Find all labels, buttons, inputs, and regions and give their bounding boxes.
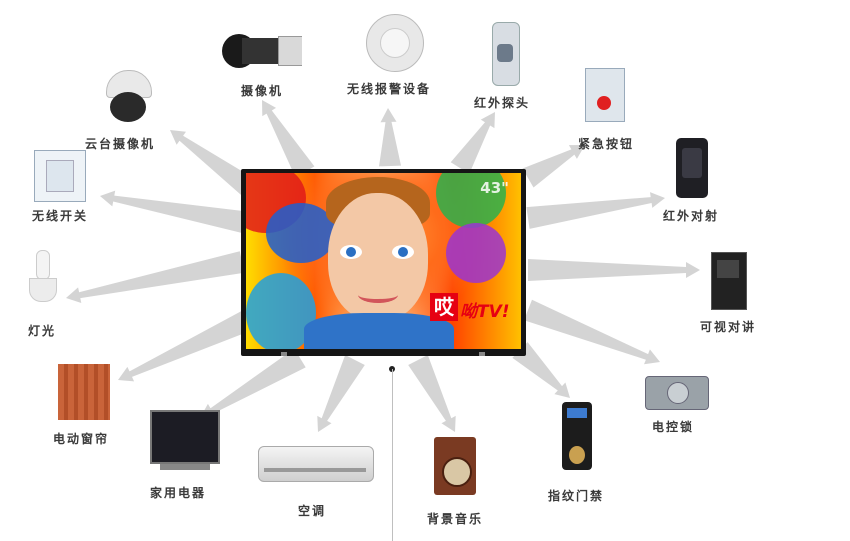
curtain-icon (58, 364, 110, 420)
tv-foot-left (281, 352, 287, 356)
panic-button-icon (585, 68, 625, 122)
device-label: 红外对射 (663, 209, 720, 223)
air-conditioner-icon (258, 446, 374, 484)
device-label: 空调 (298, 504, 327, 518)
device-label: 可视对讲 (700, 320, 757, 334)
device-label: 红外探头 (474, 96, 531, 110)
arrow-curtain (118, 310, 253, 382)
arrow-fingerprint (512, 342, 570, 398)
television-icon (150, 410, 222, 472)
intercom-icon (711, 252, 747, 310)
tv-screen: 43" 哎 呦TV! (246, 173, 521, 349)
device-label: 电控锁 (652, 420, 695, 434)
hub-stem-line (392, 369, 393, 541)
tv-size-label: 43" (480, 179, 509, 197)
ir-sensor-icon (486, 22, 524, 86)
left-eye (340, 245, 362, 259)
central-tv: 43" 哎 呦TV! (241, 169, 526, 356)
arrow-wireless-switch (100, 190, 245, 233)
device-label: 背景音乐 (427, 512, 484, 526)
ir-beam-icon (676, 138, 710, 200)
device-label: 指纹门禁 (548, 489, 605, 503)
child-shirt (304, 313, 454, 349)
arrow-emergency-button (522, 145, 585, 188)
device-label: 摄像机 (241, 84, 284, 98)
arrow-ir-probe (450, 112, 495, 174)
box-camera-icon (222, 30, 302, 72)
arrow-home-appliance (200, 348, 306, 418)
arrow-ir-beam (526, 192, 665, 229)
device-label: 家用电器 (150, 486, 207, 500)
speaker-icon (434, 437, 478, 497)
electric-lock-icon (645, 372, 709, 410)
child-face (328, 193, 428, 321)
arrow-air-conditioner (317, 355, 365, 432)
lamp-icon (26, 250, 60, 308)
child-mouth (358, 287, 398, 303)
arrow-video-intercom (528, 259, 700, 281)
arrow-camera (262, 100, 315, 178)
device-label: 电动窗帘 (53, 432, 110, 446)
device-label: 灯光 (28, 324, 57, 338)
device-label: 云台摄像机 (85, 137, 156, 151)
arrow-wireless-alarm (379, 108, 401, 167)
device-label: 紧急按钮 (578, 137, 635, 151)
tv-logo-mark: 哎 (430, 293, 458, 321)
arrow-electric-lock (524, 299, 660, 365)
tv-logo-text: 呦TV! (460, 302, 510, 322)
wall-switch-icon (34, 150, 86, 202)
dome-camera-icon (98, 70, 158, 126)
device-label: 无线开关 (32, 209, 89, 223)
fingerprint-reader-icon (562, 402, 594, 472)
tv-foot-right (479, 352, 485, 356)
device-label: 无线报警设备 (347, 82, 432, 96)
arrow-background-music (408, 355, 456, 432)
arrow-light (66, 251, 245, 303)
arrow-ptz-camera (170, 130, 259, 199)
right-eye (392, 245, 414, 259)
alarm-siren-icon (366, 14, 424, 72)
